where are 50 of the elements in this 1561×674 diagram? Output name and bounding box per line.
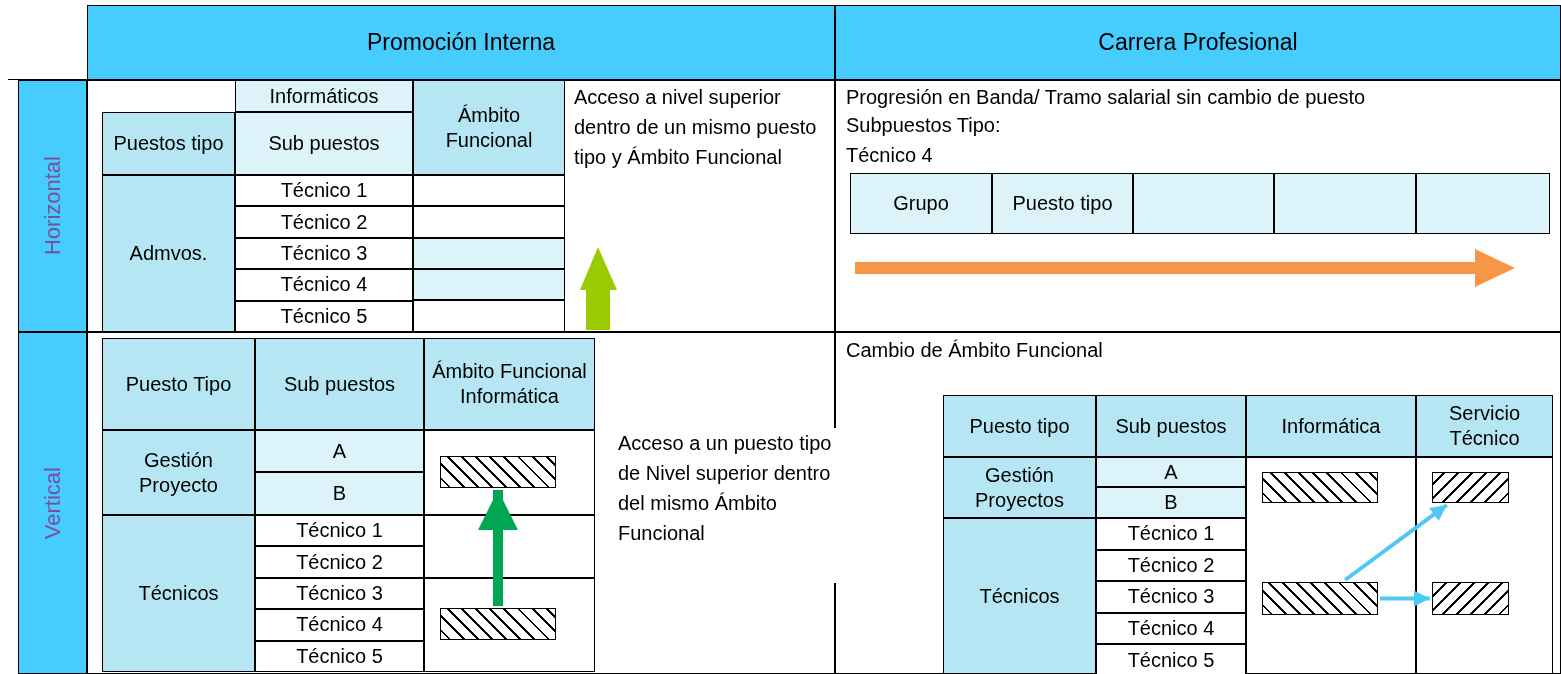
table-cell: Técnico 1	[1096, 518, 1246, 550]
table-cell: Técnico 3	[235, 237, 413, 270]
row-header-text: Vertical	[38, 466, 66, 540]
arrow	[478, 490, 518, 606]
hatched-bar	[1262, 472, 1378, 503]
table-cell: Gestión Proyectos	[943, 457, 1096, 518]
table-cell: Técnico 3	[255, 577, 424, 610]
table-cell: Técnicos	[102, 515, 255, 672]
table-cell: Informática	[1246, 395, 1416, 457]
table-cell: Técnico 4	[255, 609, 424, 641]
table-cell: Puesto tipo	[992, 173, 1133, 234]
table-cell: Puesto tipo	[943, 395, 1096, 457]
table-cell: B	[1096, 487, 1246, 518]
table-cell: Ámbito Funcional	[413, 80, 565, 175]
table-cell: A	[1096, 457, 1246, 487]
table-cell: Informáticos	[235, 80, 413, 112]
row-header-text: Horizontal	[38, 156, 66, 256]
table-cell: Ámbito Funcional Informática	[424, 338, 595, 430]
table-cell: Técnico 1	[255, 515, 424, 547]
table-cell: Técnico 5	[1096, 644, 1246, 674]
table-cell: Servicio Técnico	[1416, 395, 1553, 457]
table-cell: A	[255, 430, 424, 472]
hatched-bar	[440, 456, 556, 488]
table-cell: Admvos.	[102, 175, 235, 332]
table-cell: B	[255, 472, 424, 515]
column-header: Promoción Interna	[87, 5, 835, 80]
table-cell: Sub puestos	[1096, 395, 1246, 457]
table-cell: Sub puestos	[235, 112, 413, 175]
table-cell: Técnico 4	[235, 269, 413, 301]
hatched-bar	[1432, 472, 1509, 503]
table-cell: Técnico 2	[255, 546, 424, 578]
hatched-bar	[440, 608, 556, 640]
hatched-bar	[1262, 582, 1378, 615]
arrow	[1343, 503, 1448, 582]
table-cell: Grupo	[850, 173, 992, 234]
table-cell: Técnicos	[943, 518, 1096, 674]
column-header: Carrera Profesional	[835, 5, 1561, 80]
table-cell: Técnico 5	[235, 300, 413, 332]
table-cell: Técnico 2	[235, 206, 413, 238]
hatched-bar	[1432, 582, 1509, 615]
table-cell: Técnico 5	[255, 640, 424, 672]
table-cell: Técnico 1	[235, 175, 413, 207]
table-cell: Técnico 2	[1096, 549, 1246, 582]
table-cell: Gestión Proyecto	[102, 430, 255, 515]
arrow	[1380, 590, 1430, 607]
table-cell: Puesto Tipo	[102, 338, 255, 430]
table-cell: Sub puestos	[255, 338, 424, 430]
table-cell: Puestos tipo	[102, 112, 235, 175]
table-cell: Técnico 3	[1096, 581, 1246, 613]
table-cell: Técnico 4	[1096, 612, 1246, 645]
